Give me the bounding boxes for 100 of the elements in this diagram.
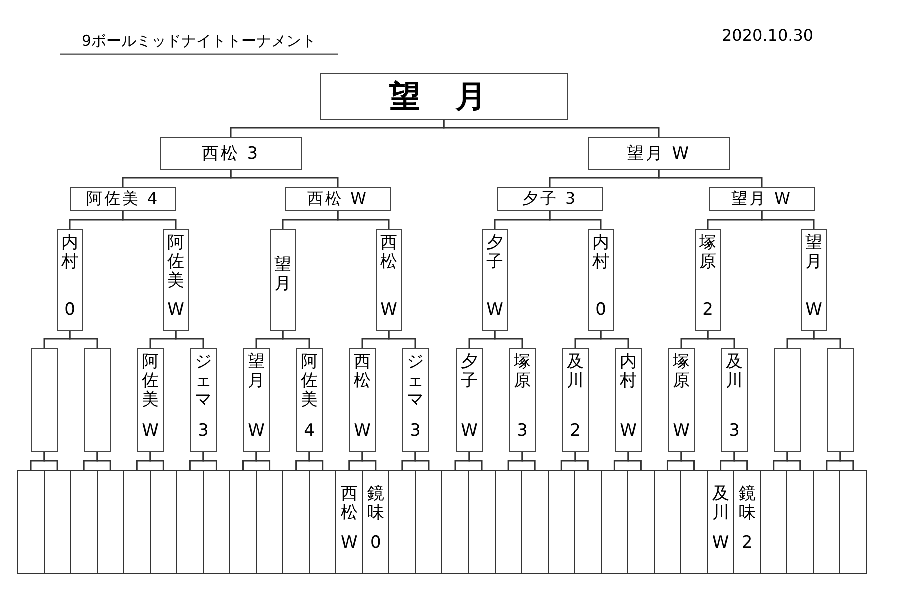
match-result: 西松 W [308,188,368,210]
bracket-line [282,331,310,348]
table-cell [202,470,231,574]
bracket-line [680,452,696,470]
match-box [709,187,815,211]
score: W [806,301,822,320]
player-box [137,348,164,452]
player-name: 及川 [566,353,584,391]
player-name: 夕子 [460,353,478,391]
score: 2 [570,422,581,441]
title: 9ボールミッドナイトトーナメント [82,32,317,50]
bracket-line [202,452,218,470]
table-cell [414,470,443,574]
score: 2 [742,534,753,553]
match-box [285,187,391,211]
player-box [270,229,296,331]
table-cell [786,470,814,574]
score: 0 [370,534,382,553]
table-cell [627,470,656,574]
match-result: 阿佐美 4 [86,188,160,210]
bracket-line [628,452,642,470]
bracket-line [150,452,164,470]
player-name: 及川 [712,485,730,523]
player-name: 西松 [354,353,372,391]
table-cell [521,470,550,574]
match-result: 夕子 3 [522,188,578,210]
bracket-line [443,120,660,137]
bracket-line [175,331,204,348]
bracket-line [122,211,177,229]
bracket-line [44,452,58,470]
score: 4 [304,422,315,441]
table-cell [362,470,390,574]
score: 3 [198,422,209,441]
bracket-line [337,211,390,229]
player-name: 夕子 [486,234,504,272]
table-cell [441,470,470,574]
table-cell [494,470,523,574]
bracket-line [734,452,748,470]
player-name: 西松 [340,485,358,523]
player-box [349,348,376,452]
score: W [712,534,730,553]
bracket-line [69,331,98,348]
champion-box [320,73,568,120]
player-box [801,229,827,331]
player-box [695,229,721,331]
bracket-line [549,211,602,229]
player-name: ジェマ [194,353,212,410]
player-name: 鏡味 [366,485,385,523]
table-cell [468,470,496,574]
player-box [243,348,270,452]
score: W [461,422,478,441]
table-cell [229,470,258,574]
player-name: 望月 [805,234,823,272]
player-box [57,229,83,331]
bracket-line [707,331,736,348]
bracket-line [658,170,763,187]
player-box [163,229,189,331]
player-box [615,348,642,452]
player-box [562,348,589,452]
table-cell [282,470,310,574]
table-cell [812,470,841,574]
player-name: 望月 [248,353,266,391]
match-result: 望月 W [626,143,692,165]
player-box [456,348,483,452]
score: 3 [517,422,528,441]
score: 3 [729,422,740,441]
table-cell [256,470,284,574]
score: W [168,301,184,320]
player-name: 内村 [592,234,610,272]
table-cell [760,470,788,574]
player-name: ジェマ [406,353,424,410]
player-name: 塚原 [672,353,690,391]
table-cell [839,470,868,574]
table-cell [44,470,72,574]
player-box [588,229,614,331]
bracket-line [786,452,802,470]
empty-box [31,348,58,452]
score: W [620,422,637,441]
match-box [588,137,730,170]
player-name: 阿佐美 [142,353,160,410]
table-cell [176,470,204,574]
player-box [721,348,748,452]
player-box [190,348,217,452]
table-cell [680,470,708,574]
table-cell [706,470,735,574]
bracket-line [414,452,430,470]
match-result: 望月 W [732,188,792,210]
date: 2020.10.30 [722,26,814,45]
bracket-line [362,452,377,470]
score: W [354,422,371,441]
empty-box [827,348,854,452]
table-cell [123,470,152,574]
bracket-line [308,452,324,470]
table-cell [733,470,762,574]
champion-name: 望 月 [390,78,498,116]
player-box [376,229,402,331]
score: 2 [702,301,714,320]
bracket-line [468,452,483,470]
table-cell [308,470,337,574]
score: W [142,422,159,441]
